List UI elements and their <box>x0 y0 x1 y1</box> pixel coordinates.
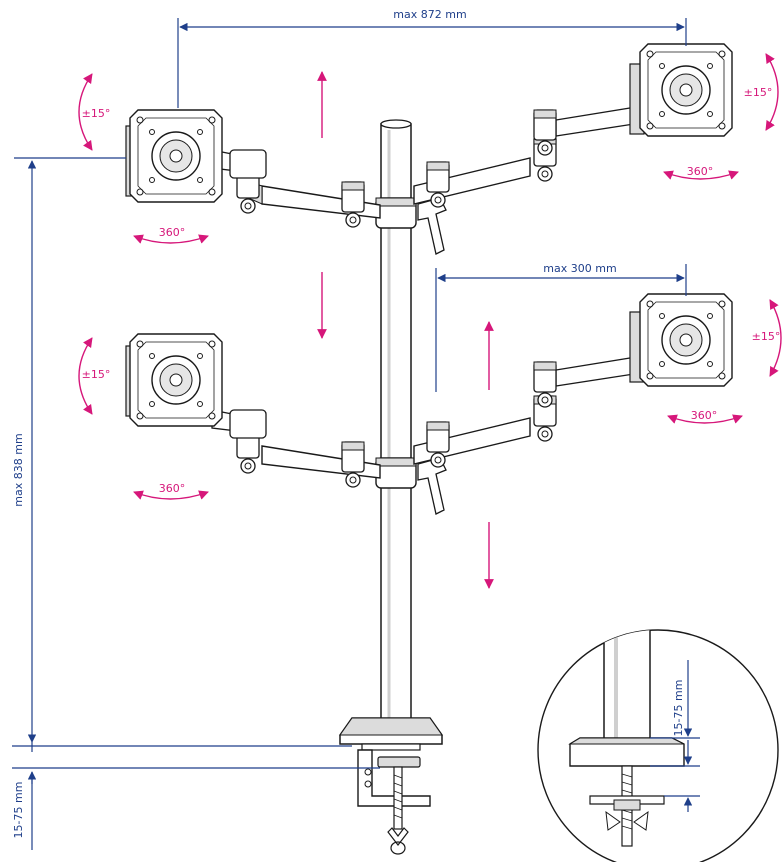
desk-thickness-label: 15-75 mm <box>12 782 25 839</box>
total-height-label: max 838 mm <box>12 433 25 506</box>
arm-reach-label: max 300 mm <box>543 262 616 275</box>
rotate-arrow-top-right: 360° <box>663 165 739 180</box>
rotate-label-top-right: 360° <box>687 165 714 178</box>
tilt-label-bottom-right: ±15° <box>752 330 781 343</box>
tilt-arrow-top-left: ±15° <box>78 73 111 151</box>
rotate-arrow-top-left: 360° <box>133 226 209 244</box>
rotate-arrow-bottom-left: 360° <box>133 482 209 500</box>
dimension-arm-reach: max 300 mm <box>435 262 687 392</box>
clamp-detail-inset: 15-75 mm <box>537 629 779 862</box>
tilt-label-top-right: ±15° <box>744 86 773 99</box>
desk-base <box>339 717 443 751</box>
dimension-desk-thickness: 15-75 mm <box>12 742 380 850</box>
tilt-arrow-top-right: ±15° <box>744 53 779 131</box>
rotate-label-bottom-right: 360° <box>691 409 718 422</box>
tilt-label-top-left: ±15° <box>82 107 111 120</box>
tilt-arrow-bottom-left: ±15° <box>78 337 111 415</box>
tilt-arrow-bottom-right: ±15° <box>752 299 782 377</box>
vertical-adjust-arrows <box>317 71 494 589</box>
vesa-plate-bottom-left <box>125 333 223 427</box>
lower-arm-assembly <box>211 357 635 515</box>
detail-thickness-label: 15-75 mm <box>672 680 685 737</box>
vesa-plate-top-left <box>125 109 223 203</box>
tilt-label-bottom-left: ±15° <box>82 368 111 381</box>
total-width-label: max 872 mm <box>393 8 466 21</box>
vesa-plate-bottom-right <box>629 293 733 387</box>
dimension-total-height: max 838 mm <box>12 157 126 743</box>
vesa-plate-top-right <box>629 43 733 137</box>
rotate-arrow-bottom-right: 360° <box>667 409 743 424</box>
rotate-label-bottom-left: 360° <box>159 482 186 495</box>
dimension-total-width: max 872 mm <box>177 8 687 108</box>
rotate-label-top-left: 360° <box>159 226 186 239</box>
desk-clamp <box>357 749 431 855</box>
upper-arm-assembly <box>211 107 635 255</box>
